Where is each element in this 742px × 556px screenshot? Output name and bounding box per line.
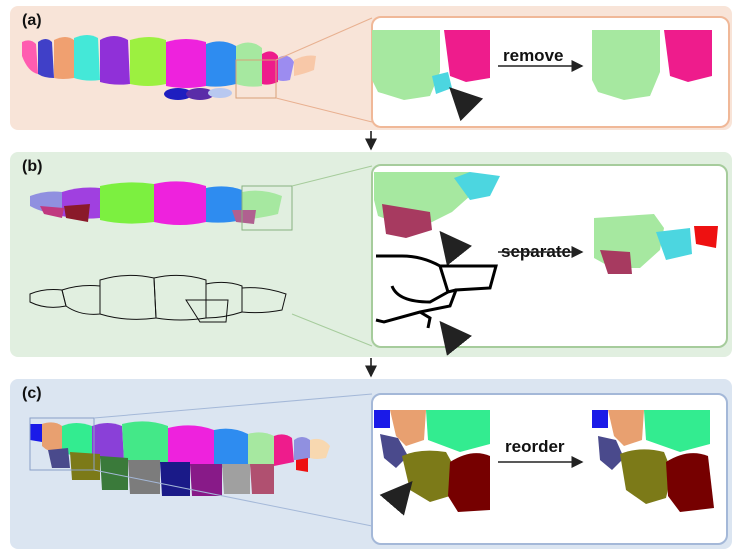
error-marker-arrow-icon (379, 480, 413, 516)
error-marker-arrow-icon (449, 87, 484, 122)
error-marker-arrow-icon (439, 230, 472, 266)
panel-a-segmentation (22, 17, 373, 123)
panel-b-outline-map (29, 274, 287, 323)
panel-b-inset-after (594, 214, 718, 274)
panel-c-inset-after (592, 410, 714, 512)
panel-b-inset-before (374, 172, 500, 356)
panel-b-segmentation (30, 165, 373, 347)
panel-a-inset-after (592, 30, 712, 100)
reorder-label: reorder (505, 437, 565, 456)
error-marker-arrow-icon (439, 320, 472, 356)
panel-c-label: (c) (22, 385, 42, 402)
remove-label: remove (503, 46, 564, 65)
panel-c-inset-before (374, 410, 490, 516)
panel-b-label: (b) (22, 158, 43, 175)
panel-a-label: (a) (22, 12, 42, 29)
panel-c-segmentation (29, 393, 373, 527)
panel-a-inset-before (372, 30, 490, 122)
